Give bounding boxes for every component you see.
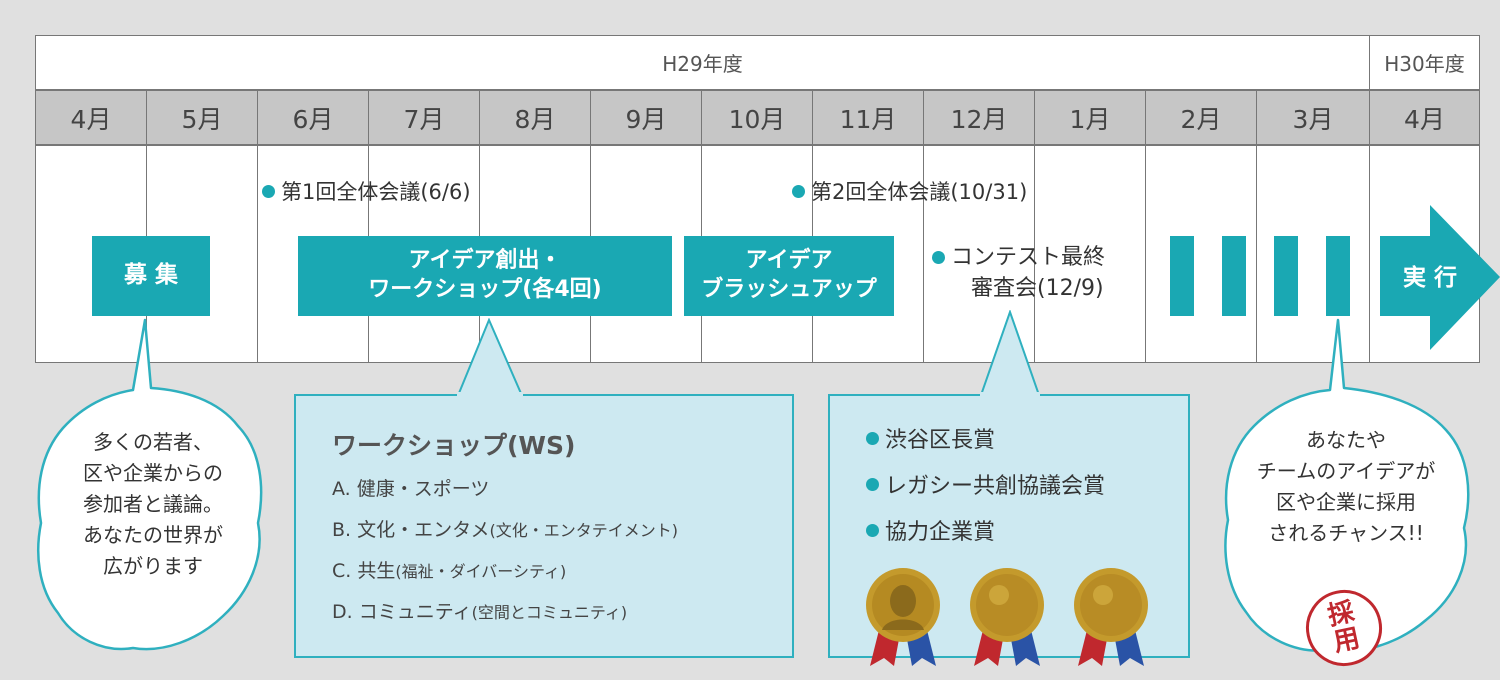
- phase-brushup-line2: ブラッシュアップ: [701, 277, 877, 302]
- event-meeting1: 第1回全体会議(6/6): [262, 176, 471, 206]
- event-meeting2-label: 第2回全体会議(10/31): [811, 180, 1028, 204]
- workshop-item-note: (空間とコミュニティ): [471, 603, 628, 622]
- bubble-right-line: 区や企業に採用: [1276, 490, 1416, 514]
- column-divider: [1369, 145, 1370, 363]
- workshop-item: D. コミュニティ(空間とコミュニティ): [332, 597, 792, 624]
- phase-ideation-workshop: アイデア創出・ ワークショップ(各4回): [298, 236, 672, 316]
- bubble-left-line: 広がります: [103, 554, 203, 578]
- workshop-callout-pointer: [455, 318, 525, 398]
- award-item: 協力企業賞: [866, 514, 1188, 546]
- bullet-dot-icon: [262, 184, 275, 198]
- stamp-char: 用: [1330, 623, 1363, 659]
- event-meeting1-label: 第1回全体会議(6/6): [281, 180, 471, 204]
- event-contest-line2: 審査会(12/9): [971, 275, 1104, 301]
- workshop-item: C. 共生(福祉・ダイバーシティ): [332, 556, 792, 583]
- bullet-dot-icon: [866, 477, 879, 491]
- phase-execute-label: 実 行: [1402, 265, 1457, 291]
- award-label: 協力企業賞: [885, 520, 996, 545]
- award-item: レガシー共創協議会賞: [866, 468, 1188, 500]
- phase-recruit-label: 募 集: [123, 262, 178, 289]
- column-divider: [923, 145, 924, 363]
- month-cell: 7月: [368, 90, 480, 145]
- bubble-right-text: あなたや チームのアイデアが 区や企業に採用 されるチャンス!!: [1218, 425, 1474, 549]
- workshop-callout: ワークショップ(WS) A. 健康・スポーツ B. 文化・エンタメ(文化・エンタ…: [294, 394, 794, 658]
- month-cell: 2月: [1145, 90, 1257, 145]
- month-cell: 11月: [812, 90, 924, 145]
- medal-icon: [970, 568, 1044, 666]
- event-meeting2: 第2回全体会議(10/31): [792, 176, 1027, 206]
- phase-ideation-line1: アイデア創出・: [408, 248, 562, 274]
- bubble-left-line: 多くの若者、: [93, 430, 213, 454]
- phase-brushup-line1: アイデア: [745, 248, 833, 274]
- award-item: 渋谷区長賞: [866, 422, 1188, 454]
- column-divider: [257, 145, 258, 363]
- month-cell: 5月: [146, 90, 258, 145]
- month-cell: 10月: [701, 90, 813, 145]
- workshop-item: B. 文化・エンタメ(文化・エンタテイメント): [332, 515, 792, 542]
- award-label: レガシー共創協議会賞: [885, 474, 1106, 499]
- bubble-right-line: あなたや: [1306, 428, 1386, 452]
- column-divider: [1034, 145, 1035, 363]
- month-cell: 3月: [1256, 90, 1370, 145]
- workshop-item-main: C. 共生: [332, 560, 396, 582]
- event-contest: コンテスト最終 審査会(12/9): [932, 243, 1105, 305]
- month-cell: 4月: [35, 90, 147, 145]
- progress-dash: [1274, 236, 1298, 316]
- bullet-dot-icon: [866, 523, 879, 537]
- callout-joint: [457, 392, 523, 398]
- bubble-left-line: あなたの世界が: [83, 523, 223, 547]
- speech-bubble-left: [36, 318, 263, 651]
- medal-portrait-icon: [866, 568, 940, 666]
- month-cell: 6月: [257, 90, 369, 145]
- workshop-item-main: D. コミュニティ: [332, 601, 472, 623]
- bullet-dot-icon: [866, 431, 879, 445]
- phase-brushup: アイデア ブラッシュアップ: [684, 236, 894, 316]
- bubble-left-line: 区や企業からの: [83, 461, 223, 485]
- column-divider: [1256, 145, 1257, 363]
- execute-arrow-icon: [1380, 205, 1500, 350]
- bubble-right-line: チームのアイデアが: [1256, 459, 1436, 483]
- workshop-item-main: A. 健康・スポーツ: [332, 478, 490, 500]
- progress-dash: [1326, 236, 1350, 316]
- medal-icon: [1074, 568, 1148, 666]
- column-divider: [1145, 145, 1146, 363]
- month-cell: 4月: [1369, 90, 1480, 145]
- workshop-item-note: (福祉・ダイバーシティ): [395, 562, 567, 581]
- year-header-h29: H29年度: [35, 35, 1370, 90]
- workshop-item: A. 健康・スポーツ: [332, 474, 792, 501]
- month-cell: 1月: [1034, 90, 1146, 145]
- workshop-item-note: (文化・エンタテイメント): [489, 521, 679, 540]
- event-contest-line1: コンテスト最終: [951, 245, 1106, 270]
- phase-ideation-line2: ワークショップ(各4回): [368, 277, 602, 302]
- phase-recruit: 募 集: [92, 236, 210, 316]
- year-header-h30: H30年度: [1369, 35, 1480, 90]
- bullet-dot-icon: [792, 184, 805, 198]
- bubble-right-line: されるチャンス!!: [1268, 521, 1424, 545]
- month-cell: 9月: [590, 90, 702, 145]
- workshop-item-main: B. 文化・エンタメ: [332, 519, 490, 541]
- bubble-left-line: 参加者と議論。: [83, 492, 223, 516]
- month-cell: 12月: [923, 90, 1035, 145]
- callout-joint: [980, 392, 1040, 398]
- awards-callout-pointer: [978, 310, 1042, 398]
- month-cell: 8月: [479, 90, 591, 145]
- bullet-dot-icon: [932, 251, 945, 264]
- bubble-left-text: 多くの若者、 区や企業からの 参加者と議論。 あなたの世界が 広がります: [33, 427, 273, 582]
- workshop-title: ワークショップ(WS): [332, 431, 576, 460]
- progress-dash: [1170, 236, 1194, 316]
- progress-dash: [1222, 236, 1246, 316]
- award-label: 渋谷区長賞: [885, 428, 996, 453]
